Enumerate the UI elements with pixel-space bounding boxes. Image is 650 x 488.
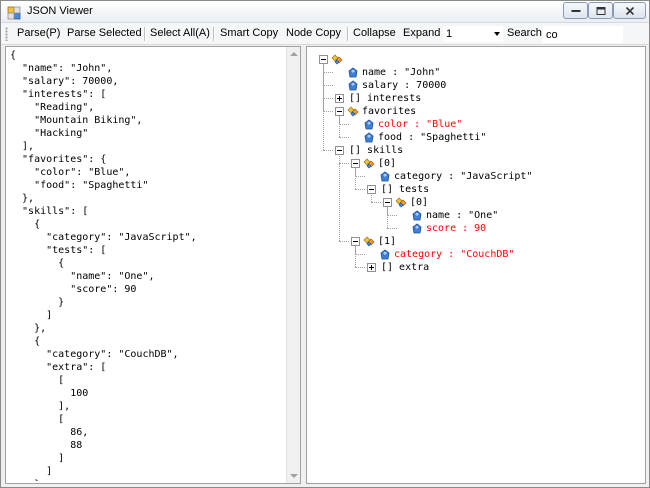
tree-node-label: color : "Blue" [378,119,463,130]
json-tree-pane: name : "John" salary : 70000 [] interests f… [306,46,646,484]
tree-connector-line [339,150,340,241]
tree-connector-line [355,241,356,267]
pane-splitter[interactable] [301,46,306,484]
object-icon [347,106,359,118]
object-icon [363,158,375,170]
search-label: Search [507,27,542,39]
toolbar-separator [213,27,214,41]
json-editor-pane [5,46,301,484]
value-icon [363,119,375,131]
toolbar: Parse(P) Parse Selected Select All(A) Sm… [1,23,649,45]
tree-connector-line [323,150,333,151]
expand-node-icon[interactable] [367,263,376,272]
value-icon [411,223,423,235]
tree-connector-line [323,85,333,86]
tree-connector-line [355,163,356,189]
tree-connector-line [323,59,324,150]
tree-connector-line [339,163,349,164]
collapse-node-icon[interactable] [383,198,392,207]
tree-connector-line [387,202,388,228]
tree-connector-line [387,215,397,216]
collapse-button[interactable]: Collapse [353,27,396,39]
tree-node-label: salary : 70000 [362,80,447,91]
parse-selected-button[interactable]: Parse Selected [67,27,142,39]
tree-connector-line [323,72,333,73]
tree-connector-line [387,228,397,229]
tree-node-label: name : "One" [426,210,499,221]
tree-node-label: [1] [378,236,397,247]
tree-connector-line [371,202,381,203]
tree-connector-line [371,189,372,202]
tree-node-label: category : "JavaScript" [394,171,533,182]
tree-node-label: category : "CouchDB" [394,249,515,260]
window-title: JSON Viewer [27,5,93,17]
search-input[interactable] [543,26,623,43]
json-viewer-app-icon [7,5,21,20]
value-icon [363,132,375,144]
tree-node-label: score : 90 [426,223,487,234]
title-bar[interactable]: JSON Viewer [1,1,649,23]
close-icon [625,6,634,15]
maximize-icon [596,6,605,15]
json-text-editor[interactable] [10,49,286,481]
minimize-button[interactable] [563,2,588,19]
scroll-up-arrow-icon[interactable] [290,52,298,56]
collapse-node-icon[interactable] [319,55,328,64]
collapse-node-icon[interactable] [367,185,376,194]
tree-node-label: [] interests [349,93,422,104]
node-copy-button[interactable]: Node Copy [286,27,342,39]
expand-level-select[interactable]: 1 [443,26,503,42]
toolbar-separator [144,27,145,41]
tree-connector-line [355,176,365,177]
toolbar-separator [347,27,348,41]
collapse-node-icon[interactable] [351,159,360,168]
tree-connector-line [323,111,333,112]
expand-level-value: 1 [446,28,453,40]
maximize-button[interactable] [588,2,613,19]
tree-node-label: [] tests [381,184,430,195]
collapse-node-icon[interactable] [335,146,344,155]
tree-node-label: [0] [410,197,429,208]
tree-node-label: [] extra [381,262,430,273]
tree-node-label: food : "Spaghetti" [378,132,487,143]
parse-button[interactable]: Parse(P) [17,27,61,39]
scroll-down-arrow-icon[interactable] [290,474,298,478]
expand-button[interactable]: Expand [403,27,441,39]
tree-node-label: [] skills [349,145,404,156]
tree-connector-line [355,254,365,255]
tree-connector-line [355,267,365,268]
tree-node-label: name : "John" [362,67,441,78]
object-icon [363,236,375,248]
tree-connector-line [339,124,349,125]
tree-connector-line [323,98,333,99]
collapse-node-icon[interactable] [335,107,344,116]
collapse-node-icon[interactable] [351,237,360,246]
minimize-icon [571,9,580,12]
tree-connector-line [339,111,340,137]
close-button[interactable] [613,2,646,19]
value-icon [411,210,423,222]
object-icon [395,197,407,209]
object-icon [331,54,343,66]
toolbar-grip[interactable] [5,27,8,41]
value-icon [347,80,359,92]
editor-vertical-scrollbar[interactable] [286,47,300,483]
value-icon [379,171,391,183]
smart-copy-button[interactable]: Smart Copy [220,27,279,39]
dropdown-arrow-icon [494,32,500,36]
expand-node-icon[interactable] [335,94,344,103]
tree-connector-line [355,189,365,190]
json-tree-view[interactable]: name : "John" salary : 70000 [] interests f… [307,47,645,483]
tree-connector-line [339,137,349,138]
tree-node-label: favorites [362,106,417,117]
tree-node-label: [0] [378,158,397,169]
select-all-button[interactable]: Select All(A) [150,27,210,39]
value-icon [379,249,391,261]
tree-connector-line [339,241,349,242]
value-icon [347,67,359,79]
